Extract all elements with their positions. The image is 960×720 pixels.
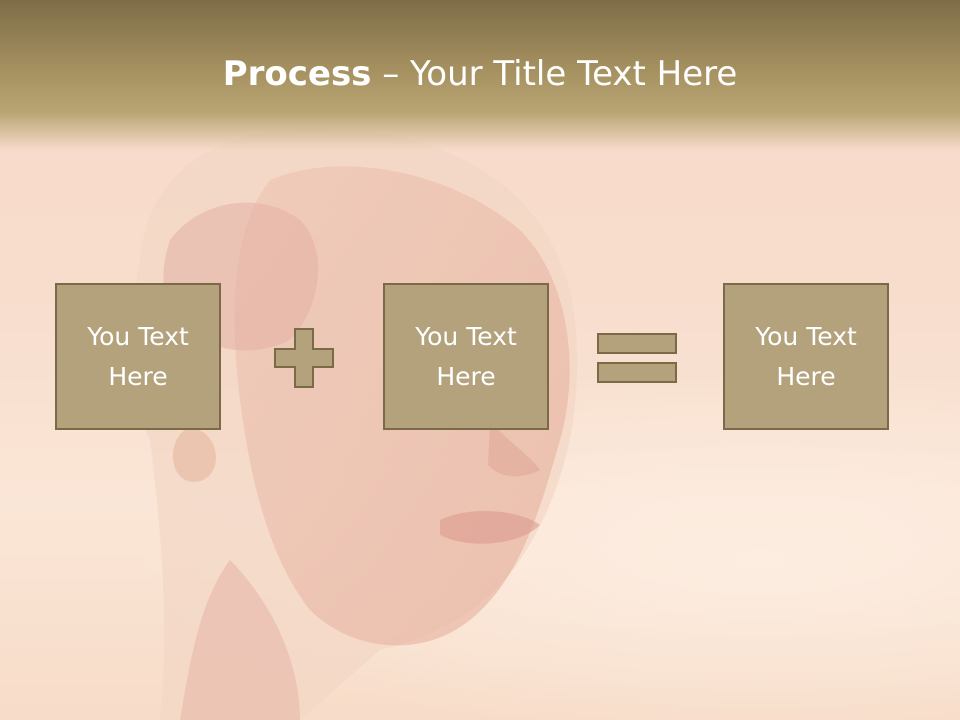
text-box-1[interactable]: You Text Here <box>55 283 221 430</box>
text-box-1-label: You Text Here <box>87 321 189 391</box>
text-box-3[interactable]: You Text Here <box>723 283 889 430</box>
nose <box>488 420 540 477</box>
text-box-2[interactable]: You Text Here <box>383 283 549 430</box>
lips <box>440 510 540 544</box>
text-box-3-label: You Text Here <box>755 321 857 391</box>
ear <box>172 428 216 482</box>
slide-title[interactable]: Process – Your Title Text Here <box>0 52 960 96</box>
title-bold: Process <box>222 54 372 94</box>
plus-icon <box>274 328 334 388</box>
neck-muscles <box>180 560 300 720</box>
title-band <box>0 0 960 150</box>
title-rest: – Your Title Text Here <box>371 54 738 94</box>
text-box-2-label: You Text Here <box>415 321 517 391</box>
equals-icon <box>597 333 677 383</box>
